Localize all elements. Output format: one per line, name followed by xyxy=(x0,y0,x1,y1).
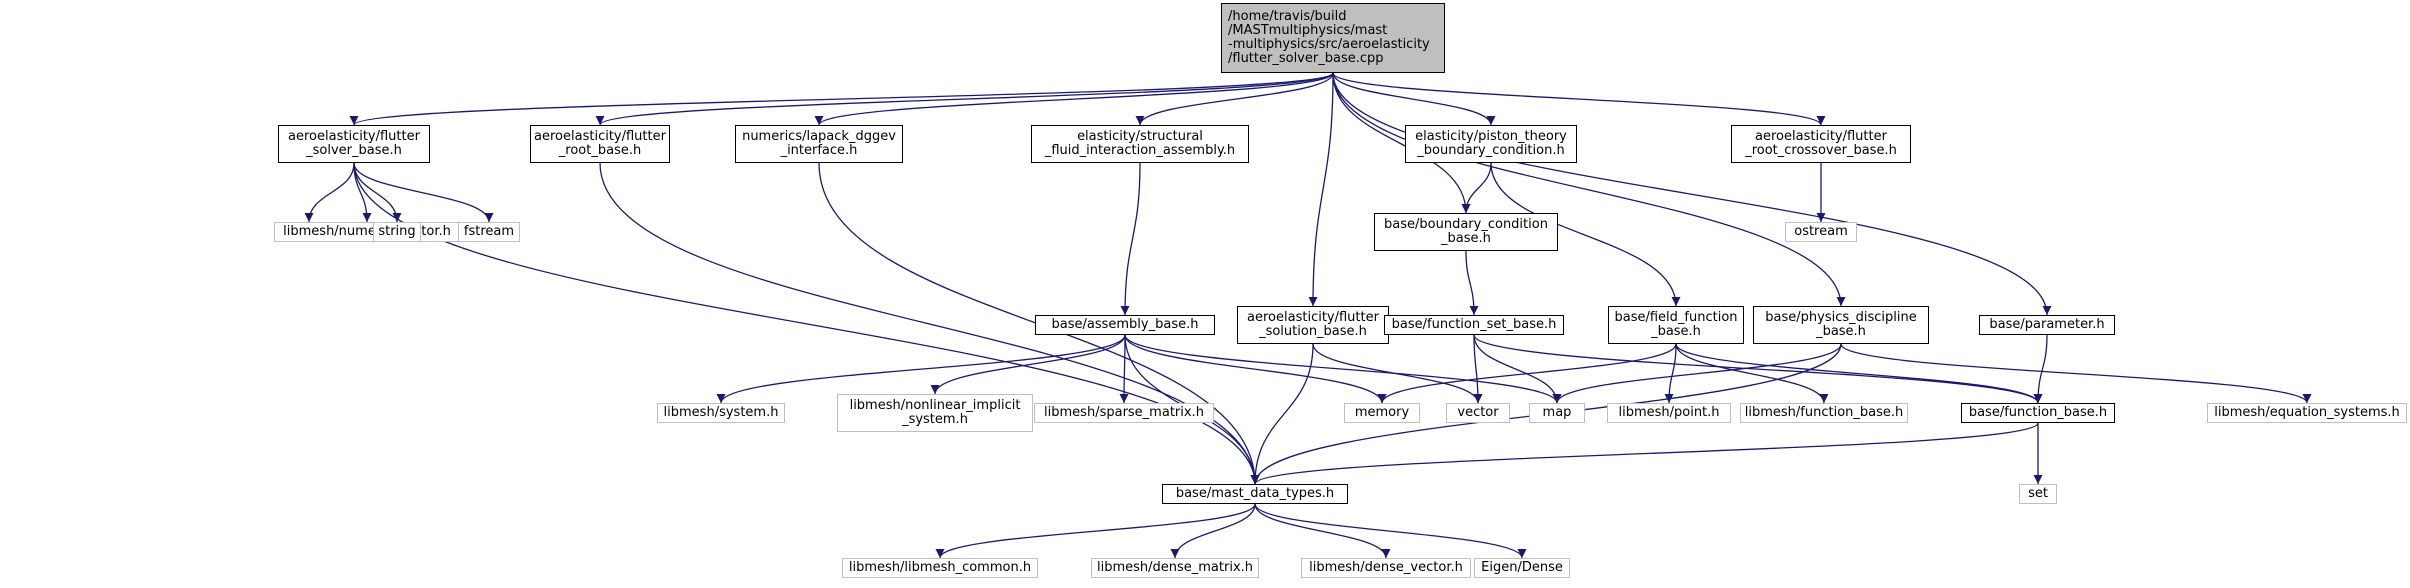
node-flutter-solution-base-h[interactable]: aeroelasticity/flutter _solution_base.h xyxy=(1237,306,1389,344)
edge-flutter-solution-base-h-to-vector xyxy=(1312,343,1483,404)
edge-root-to-flutter-root-base-h xyxy=(595,72,1334,126)
node-assembly-base-h[interactable]: base/assembly_base.h xyxy=(1035,315,1215,335)
edge-root-to-root-crossover-h xyxy=(1332,72,1826,126)
edge-mast-data-types-h-to-libmesh-common-h xyxy=(935,503,1256,559)
node-equation-systems-h: libmesh/equation_systems.h xyxy=(2207,403,2407,423)
node-function-base-h[interactable]: base/function_base.h xyxy=(1961,403,2115,423)
node-parameter-h[interactable]: base/parameter.h xyxy=(1979,315,2115,335)
edge-function-base-h-to-mast-data-types-h xyxy=(1250,422,2039,485)
edge-root-to-lapack-dggev-h xyxy=(814,72,1334,126)
node-point-h: libmesh/point.h xyxy=(1607,403,1731,423)
node-flutter-root-base-h[interactable]: aeroelasticity/flutter _root_base.h xyxy=(530,125,670,163)
node-physics-discipline-base-h[interactable]: base/physics_discipline _base.h xyxy=(1753,306,1929,344)
node-libmesh-function-base-h: libmesh/function_base.h xyxy=(1740,403,1908,423)
node-system-h: libmesh/system.h xyxy=(657,403,785,423)
edge-root-to-flutter-solver-base-h xyxy=(349,72,1334,126)
node-ostream: ostream xyxy=(1785,222,1857,242)
edge-root-to-physics-discipline-base-h xyxy=(1332,72,1846,307)
edge-assembly-base-h-to-map xyxy=(1124,334,1562,404)
node-set: set xyxy=(2019,484,2057,504)
edge-flutter-solver-base-h-to-fstream xyxy=(353,162,494,223)
edge-boundary-condition-base-h-to-function-set-base-h xyxy=(1465,250,1479,316)
edge-piston-theory-h-to-field-function-base-h xyxy=(1490,162,1681,307)
node-piston-theory-h[interactable]: elasticity/piston_theory _boundary_condi… xyxy=(1405,125,1577,163)
edge-mast-data-types-h-to-dense-matrix-h xyxy=(1170,503,1256,559)
node-map: map xyxy=(1529,403,1585,423)
edge-fsi-assembly-h-to-assembly-base-h xyxy=(1120,162,1141,316)
edge-physics-discipline-base-h-to-map xyxy=(1552,343,1842,404)
node-string: string xyxy=(373,222,421,242)
edge-flutter-root-base-h-to-mast-data-types-h xyxy=(599,162,1260,485)
edge-parameter-h-to-function-base-h xyxy=(2033,334,2048,404)
edge-function-set-base-h-to-map xyxy=(1473,334,1562,404)
edge-function-set-base-h-to-vector xyxy=(1473,334,1483,404)
node-eigen-dense: Eigen/Dense xyxy=(1474,558,1570,578)
edge-piston-theory-h-to-boundary-condition-base-h xyxy=(1461,162,1492,214)
node-sparse-matrix-h: libmesh/sparse_matrix.h xyxy=(1034,403,1214,423)
edge-root-to-flutter-solution-base-h xyxy=(1308,72,1334,307)
edge-assembly-base-h-to-sparse-matrix-h xyxy=(1119,334,1129,404)
node-function-set-base-h[interactable]: base/function_set_base.h xyxy=(1384,315,1564,335)
node-field-function-base-h[interactable]: base/field_function _base.h xyxy=(1608,306,1744,344)
edge-assembly-base-h-to-nonlinear-implicit-system-h xyxy=(930,334,1126,395)
edge-root-to-boundary-condition-base-h xyxy=(1332,72,1471,214)
node-root[interactable]: /home/travis/build /MASTmultiphysics/mas… xyxy=(1221,3,1445,73)
edge-root-to-fsi-assembly-h xyxy=(1135,72,1334,126)
node-fstream: fstream xyxy=(458,222,520,242)
edge-field-function-base-h-to-function-base-h xyxy=(1675,343,2043,404)
node-vector: vector xyxy=(1446,403,1510,423)
node-numeric-vector-h: libmesh/numeric_vector.h xyxy=(274,222,460,242)
edge-field-function-base-h-to-memory xyxy=(1377,343,1677,404)
edge-flutter-solver-base-h-to-iomanip xyxy=(304,162,355,223)
node-boundary-condition-base-h[interactable]: base/boundary_condition _base.h xyxy=(1374,213,1558,251)
edge-root-to-parameter-h xyxy=(1332,72,2052,316)
edge-mast-data-types-h-to-dense-vector-h xyxy=(1254,503,1391,559)
node-memory: memory xyxy=(1344,403,1420,423)
node-mast-data-types-h[interactable]: base/mast_data_types.h xyxy=(1162,484,1348,504)
edge-field-function-base-h-to-libmesh-function-base-h xyxy=(1675,343,1829,404)
node-dense-vector-h: libmesh/dense_vector.h xyxy=(1301,558,1471,578)
edge-assembly-base-h-to-system-h xyxy=(716,334,1126,404)
edge-function-set-base-h-to-function-base-h xyxy=(1473,334,2043,404)
node-dense-matrix-h: libmesh/dense_matrix.h xyxy=(1091,558,1259,578)
node-lapack-dggev-h[interactable]: numerics/lapack_dggev _interface.h xyxy=(735,125,903,163)
edge-field-function-base-h-to-point-h xyxy=(1664,343,1677,404)
node-flutter-solver-base-h[interactable]: aeroelasticity/flutter _solver_base.h xyxy=(278,125,430,163)
edge-physics-discipline-base-h-to-equation-systems-h xyxy=(1840,343,2312,404)
node-root-crossover-h[interactable]: aeroelasticity/flutter _root_crossover_b… xyxy=(1731,125,1911,163)
edge-flutter-solution-base-h-to-mast-data-types-h xyxy=(1250,343,1314,485)
edge-root-to-piston-theory-h xyxy=(1332,72,1496,126)
node-fsi-assembly-h[interactable]: elasticity/structural _fluid_interaction… xyxy=(1031,125,1249,163)
edge-assembly-base-h-to-memory xyxy=(1124,334,1387,404)
edge-mast-data-types-h-to-eigen-dense xyxy=(1254,503,1527,559)
node-libmesh-common-h: libmesh/libmesh_common.h xyxy=(842,558,1038,578)
node-nonlinear-implicit-system-h: libmesh/nonlinear_implicit _system.h xyxy=(837,394,1033,432)
